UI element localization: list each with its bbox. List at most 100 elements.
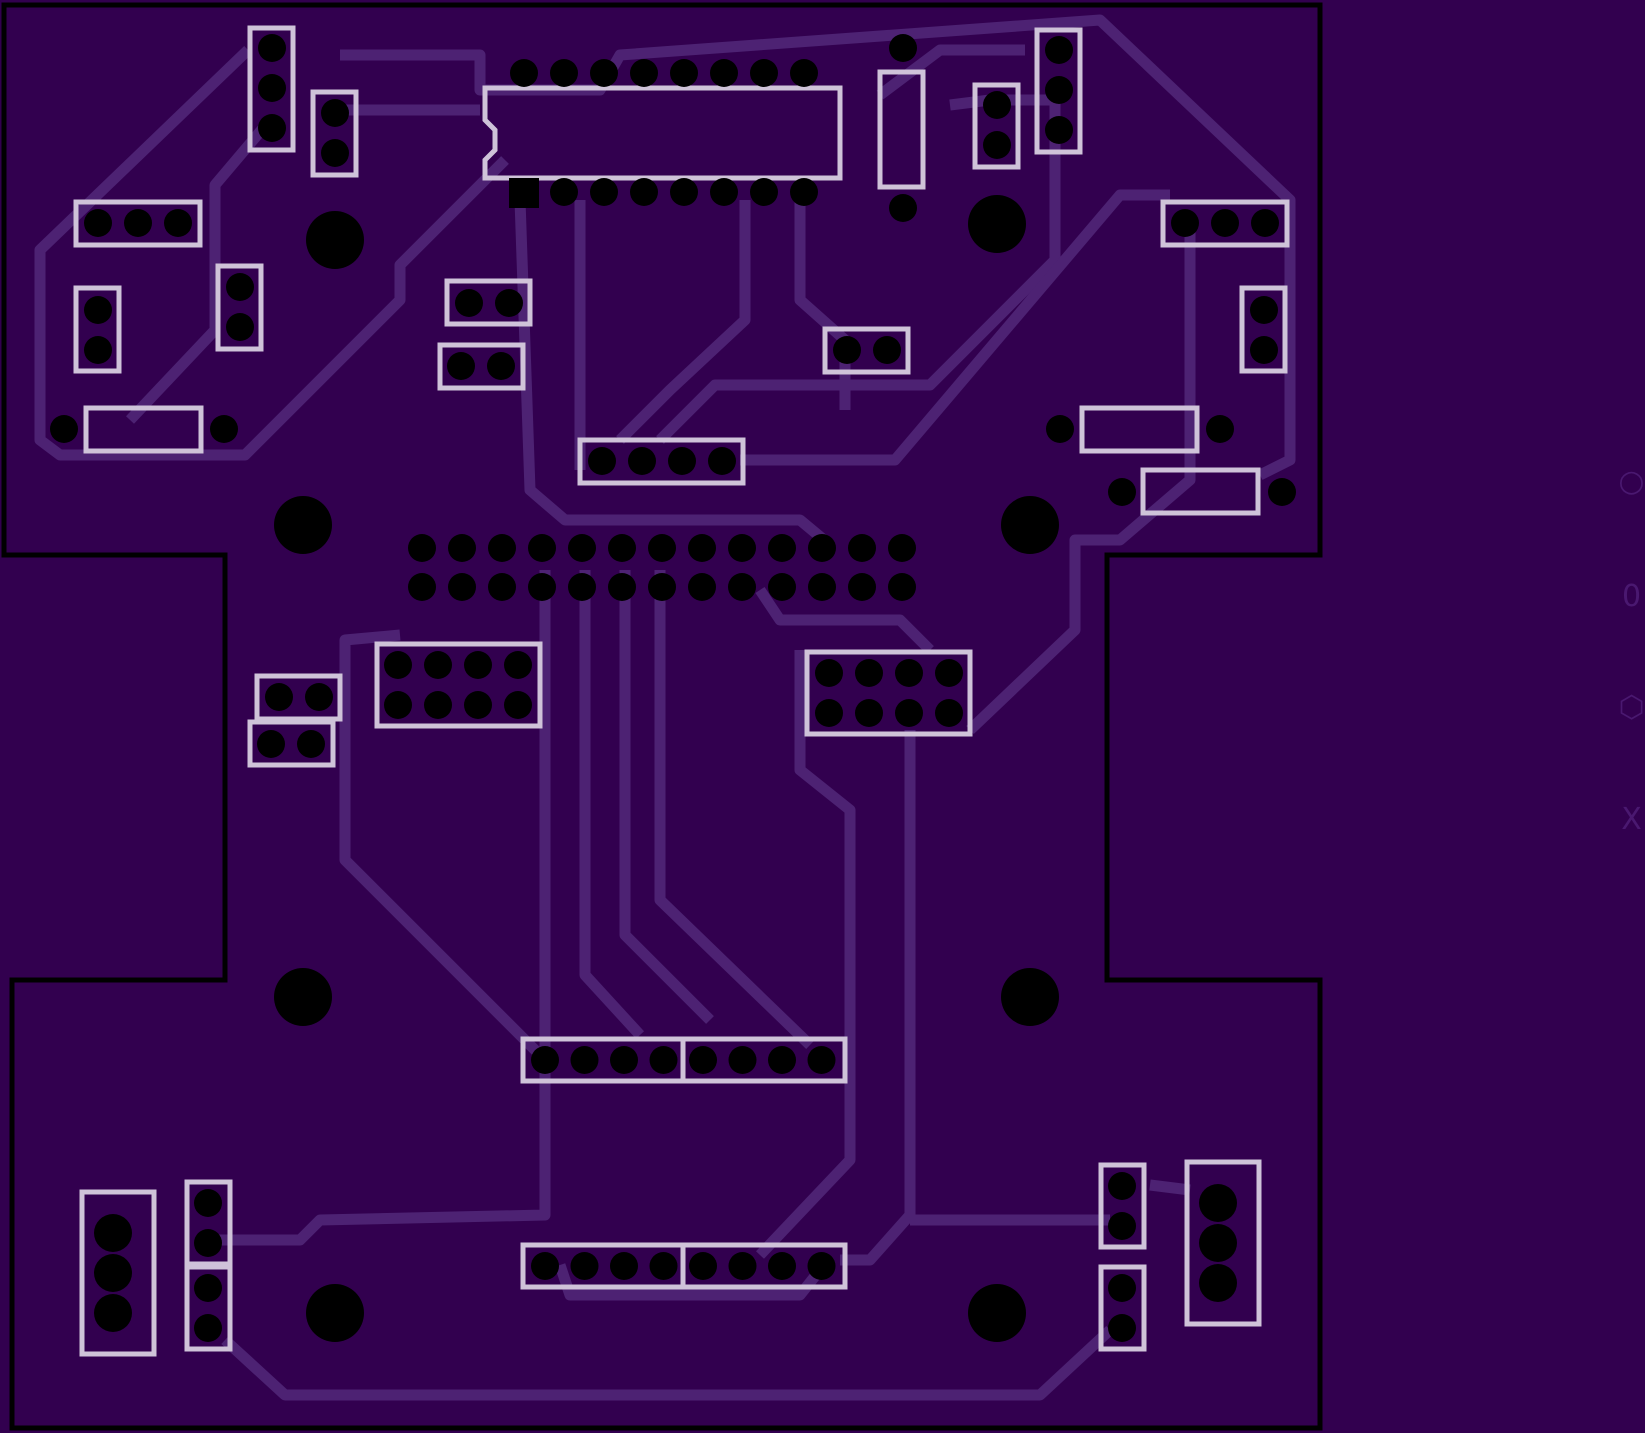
pad <box>1171 209 1199 237</box>
pad <box>124 209 152 237</box>
header-outline <box>804 649 973 737</box>
pad <box>815 659 843 687</box>
pad <box>855 699 883 727</box>
pad <box>889 194 917 222</box>
pad <box>807 1252 836 1280</box>
trace <box>514 199 834 550</box>
pad <box>750 59 778 87</box>
trace <box>794 200 851 410</box>
pad <box>487 352 515 380</box>
pad <box>689 1046 717 1074</box>
pad <box>1045 116 1073 144</box>
connector-outline <box>247 25 296 153</box>
pad <box>873 336 901 364</box>
pad <box>94 1254 132 1292</box>
pad <box>1199 1264 1237 1302</box>
pad <box>815 699 843 727</box>
mounting-holes <box>274 195 1059 1342</box>
trace <box>840 730 916 1266</box>
trace <box>579 570 645 1039</box>
silkscreen <box>73 25 1290 1357</box>
pad <box>895 699 923 727</box>
connector-outline <box>437 342 526 391</box>
pad <box>790 178 818 206</box>
pad <box>688 573 716 601</box>
connector-outline <box>79 1189 157 1357</box>
pad <box>608 534 636 562</box>
pad <box>1108 478 1136 506</box>
pad <box>297 730 325 758</box>
trace <box>876 44 1025 100</box>
pad <box>808 534 836 562</box>
connector-outline <box>444 278 533 327</box>
mounting-hole <box>1001 496 1059 554</box>
pad <box>895 659 923 687</box>
pad <box>194 1229 222 1257</box>
pad <box>531 1252 559 1280</box>
zero-glyph-icon: 0 <box>1621 579 1642 614</box>
pad <box>983 91 1011 119</box>
connector-outline <box>184 1179 233 1267</box>
pad <box>447 352 475 380</box>
pad <box>888 534 916 562</box>
pad <box>570 1252 599 1280</box>
connector-outline <box>215 263 264 352</box>
mounting-hole <box>306 1284 364 1342</box>
pad <box>590 59 618 87</box>
pad <box>528 573 556 601</box>
pad <box>568 534 596 562</box>
pad <box>728 534 756 562</box>
pin-one-pad <box>509 178 539 208</box>
pad <box>210 415 238 443</box>
pad <box>1045 36 1073 64</box>
mounting-hole <box>968 195 1026 253</box>
resistor-outline <box>83 405 204 454</box>
pad <box>630 59 658 87</box>
pad <box>528 534 556 562</box>
connector-outline <box>310 89 359 178</box>
pad <box>768 534 796 562</box>
trace <box>616 200 751 444</box>
pad <box>226 273 254 301</box>
pad <box>1045 76 1073 104</box>
pad <box>708 447 736 475</box>
pad <box>1108 1274 1136 1302</box>
pad <box>257 730 285 758</box>
pad <box>1108 1212 1136 1240</box>
pad <box>648 573 676 601</box>
trace <box>221 1325 1114 1401</box>
pad <box>728 1252 757 1280</box>
connector-outline <box>184 1264 233 1352</box>
connector-outline <box>577 437 746 486</box>
connector-outline <box>822 326 911 375</box>
pad <box>510 59 538 87</box>
pad <box>384 651 412 679</box>
trace <box>1149 1179 1191 1196</box>
mounting-hole <box>274 968 332 1026</box>
connector-outline <box>73 285 122 374</box>
trace <box>339 629 549 1064</box>
connector-outline <box>73 199 203 248</box>
pad <box>668 447 696 475</box>
pad <box>384 691 412 719</box>
connector-outline <box>254 673 343 722</box>
pad <box>848 534 876 562</box>
pad <box>983 131 1011 159</box>
pad <box>464 651 492 679</box>
pad <box>305 683 333 711</box>
pad <box>935 659 963 687</box>
pad <box>258 114 286 142</box>
pad <box>750 178 778 206</box>
trace <box>755 586 934 654</box>
mounting-hole <box>968 1284 1026 1342</box>
pad <box>321 139 349 167</box>
sidebar-glyph: ○ <box>1618 462 1645 502</box>
ic-outline <box>482 85 843 181</box>
pads <box>50 34 1296 1342</box>
trace <box>34 46 509 461</box>
trace <box>126 116 275 424</box>
pad <box>504 651 532 679</box>
pad <box>588 447 616 475</box>
pad <box>1250 336 1278 364</box>
